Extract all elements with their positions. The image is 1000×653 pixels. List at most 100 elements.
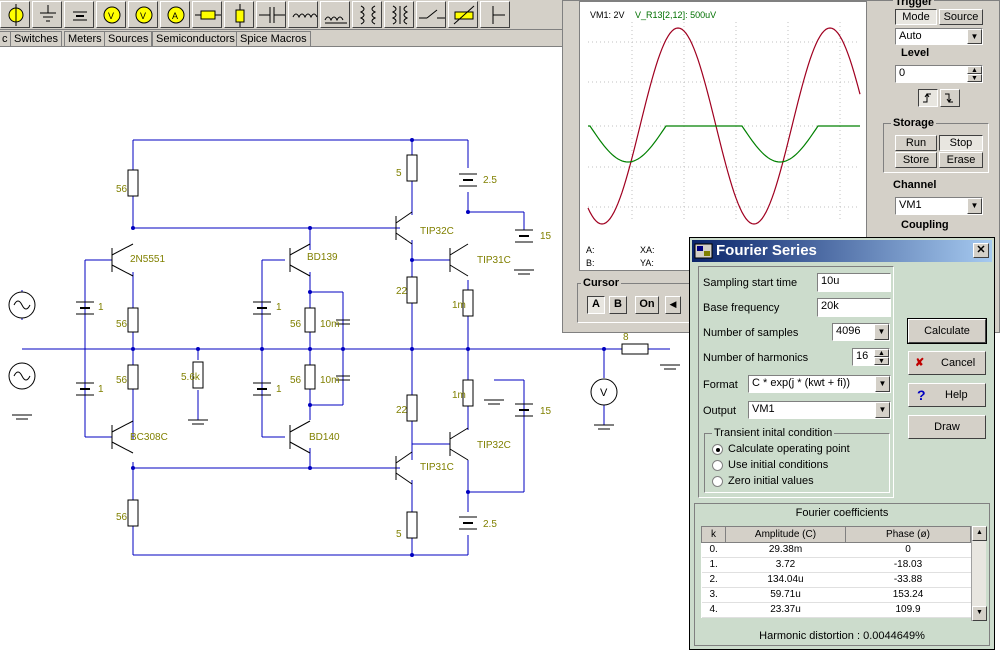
format-value: C * exp(j * (kwt + fi)) — [752, 377, 851, 389]
label-bat-top-mid: 1 — [276, 302, 282, 313]
falling-edge-button[interactable] — [940, 89, 960, 107]
label-q-tip31c-top: TIP31C — [477, 255, 511, 266]
schematic-canvas[interactable]: V 56 2N5551 56 56 BC308C 56 1 1 5.6k BD1… — [0, 47, 1000, 653]
level-up-icon[interactable]: ▲ — [967, 66, 982, 74]
table-row[interactable]: 0. 29.38m 0 — [701, 542, 971, 558]
scroll-up-icon[interactable]: ▲ — [972, 526, 987, 541]
coefficients-scrollbar[interactable]: ▲ ▼ — [971, 526, 987, 621]
cell-amplitude: 29.38m — [725, 542, 846, 558]
svg-text:A: A — [172, 11, 178, 21]
radio-zero-initial[interactable] — [712, 476, 723, 487]
sampling-start-input[interactable]: 10u — [817, 273, 891, 292]
num-harmonics-input[interactable]: 16 ▲ ▼ — [852, 348, 890, 366]
output-label: Output — [703, 405, 737, 417]
capacitor-icon[interactable] — [224, 1, 254, 28]
tab-spice-macros[interactable]: Spice Macros — [236, 31, 311, 46]
potentiometer-icon[interactable] — [352, 1, 382, 28]
num-samples-label: Number of samples — [703, 327, 799, 339]
chevron-down-icon[interactable]: ▼ — [875, 376, 890, 392]
output-value: VM1 — [752, 403, 775, 415]
cursor-left-button[interactable]: ◀ — [665, 296, 681, 314]
trigger-mode-button[interactable]: Mode — [895, 9, 937, 25]
table-row[interactable]: 1. 3.72 -18.03 — [701, 557, 971, 573]
cursor-title: Cursor — [581, 277, 622, 289]
cell-phase: 153.24 — [845, 587, 971, 603]
ammeter-icon[interactable]: V — [128, 1, 158, 28]
storage-stop-button[interactable]: Stop — [939, 135, 983, 151]
label-q-bc308c: BC308C — [130, 432, 168, 443]
output-select[interactable]: VM1 ▼ — [748, 401, 891, 419]
cursor-b-button[interactable]: B — [609, 296, 627, 314]
coefficients-table: k Amplitude (C) Phase (ø) 0. 29.38m 0 1.… — [701, 526, 971, 618]
voltmeter-icon[interactable]: V — [96, 1, 126, 28]
cursor-on-button[interactable]: On — [635, 296, 659, 314]
chevron-down-icon[interactable]: ▼ — [967, 29, 982, 44]
format-select[interactable]: C * exp(j * (kwt + fi)) ▼ — [748, 375, 891, 393]
help-button[interactable]: ? Help — [908, 383, 986, 407]
rising-edge-button[interactable] — [918, 89, 938, 107]
cell-k: 0. — [701, 542, 726, 558]
num-samples-select[interactable]: 4096 ▼ — [832, 323, 890, 341]
label-q-tip32c-top: TIP32C — [420, 226, 454, 237]
draw-button[interactable]: Draw — [908, 415, 986, 439]
resistor-icon[interactable] — [192, 1, 222, 28]
cancel-button[interactable]: ✘ Cancel — [908, 351, 986, 375]
cursor-xa-label: XA: — [640, 245, 655, 255]
harmonics-down-icon[interactable]: ▼ — [874, 357, 889, 365]
scroll-down-icon[interactable]: ▼ — [972, 606, 987, 621]
switch-open-icon[interactable] — [416, 1, 446, 28]
switch-icon[interactable] — [320, 1, 350, 28]
storage-erase-button[interactable]: Erase — [939, 152, 983, 168]
variable-resistor-icon[interactable] — [448, 1, 478, 28]
harmonic-distortion-label: Harmonic distortion : — [759, 630, 861, 642]
label-r-5-bot: 5 — [396, 529, 402, 540]
falling-edge-icon — [945, 93, 953, 103]
label-r-1m-top: 1m — [452, 300, 466, 311]
tab-sources[interactable]: Sources — [104, 31, 153, 46]
label-bat-bot-mid: 1 — [276, 384, 282, 395]
label-r-22-bot: 22 — [396, 405, 408, 416]
base-frequency-input[interactable]: 20k — [817, 298, 891, 317]
chevron-down-icon[interactable]: ▼ — [874, 324, 889, 340]
chevron-down-icon[interactable]: ▼ — [967, 198, 982, 214]
diode-icon[interactable] — [384, 1, 414, 28]
trigger-mode-select[interactable]: Auto ▼ — [895, 28, 983, 45]
table-row[interactable]: 2. 134.04u -33.88 — [701, 572, 971, 588]
wattmeter-icon[interactable]: A — [160, 1, 190, 28]
table-row[interactable]: 4. 23.37u 109.9 — [701, 602, 971, 618]
coupling-title: Coupling — [899, 219, 951, 231]
label-r-10m-top: 10m — [320, 319, 339, 330]
tab-switches[interactable]: Switches — [10, 31, 63, 46]
cell-k: 3. — [701, 587, 726, 603]
storage-group — [883, 123, 989, 173]
level-down-icon[interactable]: ▼ — [967, 74, 982, 82]
dc-source-icon[interactable] — [480, 1, 510, 28]
tab-meters[interactable]: Meters — [64, 31, 106, 46]
cursor-a-button[interactable]: A — [587, 296, 605, 314]
storage-store-button[interactable]: Store — [895, 152, 937, 168]
chevron-down-icon[interactable]: ▼ — [875, 402, 890, 418]
transformer-icon[interactable] — [288, 1, 318, 28]
storage-run-button[interactable]: Run — [895, 135, 937, 151]
format-label: Format — [703, 379, 738, 391]
channel-select[interactable]: VM1 ▼ — [895, 197, 983, 215]
radio-initial-conditions[interactable] — [712, 460, 723, 471]
component-tabs: c Switches Meters Sources Semiconductors… — [0, 30, 562, 47]
source-icon[interactable] — [0, 1, 30, 28]
dialog-titlebar[interactable]: Fourier Series ✕ — [692, 240, 992, 262]
ground-icon[interactable] — [32, 1, 62, 28]
label-r-mid-56-top: 56 — [290, 319, 302, 330]
label-bat-25-bot: 2.5 — [483, 519, 497, 530]
calculate-button[interactable]: Calculate — [907, 318, 987, 344]
close-icon[interactable]: ✕ — [973, 243, 989, 258]
radio-operating-point[interactable] — [712, 444, 723, 455]
tab-semiconductors[interactable]: Semiconductors — [152, 31, 239, 46]
help-icon: ? — [917, 387, 926, 403]
trigger-source-button[interactable]: Source — [939, 9, 983, 25]
level-input[interactable]: 0 ▲ ▼ — [895, 65, 983, 83]
inductor-icon[interactable] — [256, 1, 286, 28]
cell-phase: 0 — [845, 542, 971, 558]
table-row[interactable]: 3. 59.71u 153.24 — [701, 587, 971, 603]
battery-icon[interactable] — [64, 1, 94, 28]
harmonics-up-icon[interactable]: ▲ — [874, 349, 889, 357]
